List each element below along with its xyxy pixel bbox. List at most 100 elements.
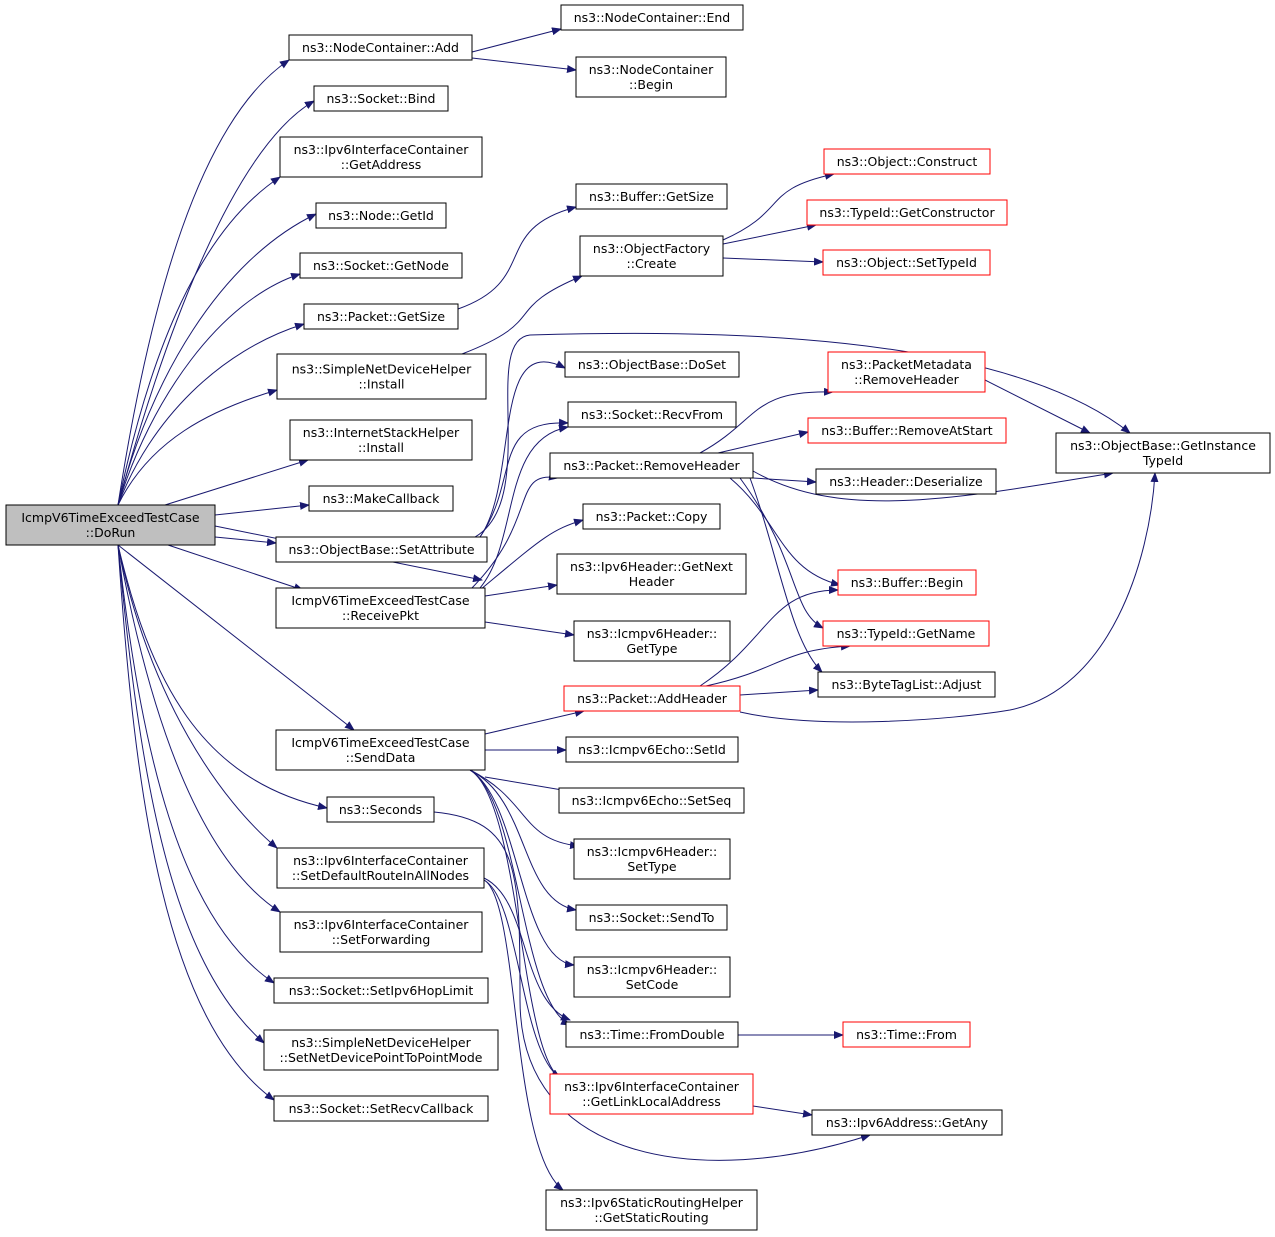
node-sndh-setp2p[interactable]: ns3::SimpleNetDeviceHelper::SetNetDevice… — [263, 1029, 499, 1071]
node-sock-recvfrom[interactable]: ns3::Socket::RecvFrom — [567, 401, 737, 428]
node-obj-settypeid[interactable]: ns3::Object::SetTypeId — [822, 249, 991, 276]
node-ipv6addr-getany[interactable]: ns3::Ipv6Address::GetAny — [811, 1109, 1003, 1136]
node-box — [811, 1109, 1003, 1136]
call-edge-58 — [117, 544, 275, 1101]
node-box — [575, 183, 728, 210]
node-pkt-copy[interactable]: ns3::Packet::Copy — [582, 503, 721, 530]
node-label: ns3::Socket::Bind — [327, 91, 436, 106]
node-label: ::Install — [358, 377, 404, 392]
call-edge-31 — [739, 477, 824, 629]
node-of-create[interactable]: ns3::ObjectFactory::Create — [579, 235, 724, 277]
node-box — [823, 148, 991, 175]
node-ish-install[interactable]: ns3::InternetStackHelper::Install — [289, 419, 473, 461]
node-tid-getctor[interactable]: ns3::TypeId::GetConstructor — [806, 199, 1008, 226]
node-box — [288, 34, 473, 61]
node-sndh-install[interactable]: ns3::SimpleNetDeviceHelper::Install — [276, 353, 487, 400]
node-box — [273, 977, 489, 1004]
node-node-getid[interactable]: ns3::Node::GetId — [315, 202, 447, 229]
node-box — [279, 136, 483, 178]
call-edge-15 — [214, 501, 310, 516]
node-label: ::SetNetDevicePointToPointMode — [280, 1050, 483, 1065]
node-label: ns3::Icmpv6Header:: — [587, 844, 718, 859]
call-edge-20 — [469, 472, 559, 591]
call-edge-14 — [164, 458, 309, 506]
call-edge-13 — [722, 257, 824, 266]
node-ipv6ic-getlinklocal[interactable]: ns3::Ipv6InterfaceContainer::GetLinkLoca… — [549, 1073, 754, 1115]
node-recvpkt[interactable]: IcmpV6TimeExceedTestCase::ReceivePkt — [275, 587, 486, 629]
node-box — [565, 1021, 739, 1048]
node-sock-sendto[interactable]: ns3::Socket::SendTo — [575, 904, 728, 931]
node-label: ns3::Ipv6InterfaceContainer — [294, 917, 470, 932]
node-label: IcmpV6TimeExceedTestCase — [291, 593, 470, 608]
node-pkt-removeheader[interactable]: ns3::Packet::RemoveHeader — [549, 452, 754, 479]
node-buf-getsize[interactable]: ns3::Buffer::GetSize — [575, 183, 728, 210]
node-btl-adjust[interactable]: ns3::ByteTagList::Adjust — [817, 671, 996, 698]
node-icmph-setcode[interactable]: ns3::Icmpv6Header::SetCode — [573, 956, 731, 998]
node-tid-getname[interactable]: ns3::TypeId::GetName — [822, 620, 990, 647]
node-label: IcmpV6TimeExceedTestCase — [291, 735, 470, 750]
node-ipv6ic-setfwd[interactable]: ns3::Ipv6InterfaceContainer::SetForwardi… — [279, 911, 483, 953]
node-label: ::Begin — [629, 77, 673, 92]
node-nc-end[interactable]: ns3::NodeContainer::End — [560, 4, 744, 31]
node-echo-setseq[interactable]: ns3::Icmpv6Echo::SetSeq — [558, 787, 745, 814]
node-label: ns3::Ipv6Header::GetNext — [570, 559, 733, 574]
node-label: ns3::ObjectBase::SetAttribute — [288, 542, 474, 557]
node-hdr-deserialize[interactable]: ns3::Header::Deserialize — [815, 468, 997, 495]
node-nc-begin[interactable]: ns3::NodeContainer::Begin — [575, 56, 727, 98]
node-srh-getstatic[interactable]: ns3::Ipv6StaticRoutingHelper::GetStaticR… — [545, 1189, 758, 1231]
node-icmph-settype[interactable]: ns3::Icmpv6Header::SetType — [573, 838, 731, 880]
call-edge-56 — [117, 544, 275, 984]
node-sock-sethop[interactable]: ns3::Socket::SetIpv6HopLimit — [273, 977, 489, 1004]
call-edge-57 — [117, 544, 265, 1044]
node-label: ns3::Ipv6Address::GetAny — [826, 1115, 989, 1130]
node-box — [275, 729, 486, 771]
node-pkt-getsize[interactable]: ns3::Packet::GetSize — [303, 303, 459, 330]
node-senddata[interactable]: IcmpV6TimeExceedTestCase::SendData — [275, 729, 486, 771]
node-ipv6ic-setdefault[interactable]: ns3::Ipv6InterfaceContainer::SetDefaultR… — [276, 847, 485, 889]
node-sock-getnode[interactable]: ns3::Socket::GetNode — [299, 252, 463, 279]
node-label: ns3::Object::Construct — [837, 154, 978, 169]
node-ob-doset[interactable]: ns3::ObjectBase::DoSet — [564, 351, 740, 378]
node-echo-setid[interactable]: ns3::Icmpv6Echo::SetId — [565, 736, 739, 763]
node-box — [575, 904, 728, 931]
node-label: ::Install — [358, 440, 404, 455]
node-box — [299, 252, 463, 279]
node-label: GetType — [627, 641, 678, 656]
node-time-fromdouble[interactable]: ns3::Time::FromDouble — [565, 1021, 739, 1048]
node-buf-begin[interactable]: ns3::Buffer::Begin — [837, 569, 977, 596]
node-box — [549, 1073, 754, 1115]
call-edge-27 — [479, 518, 584, 591]
node-seconds[interactable]: ns3::Seconds — [326, 796, 435, 823]
call-edge-59 — [752, 1105, 813, 1118]
call-edge-55 — [117, 544, 281, 913]
call-edge-44 — [699, 586, 839, 687]
node-label: ns3::Buffer::Begin — [851, 575, 964, 590]
node-ob-setattr[interactable]: ns3::ObjectBase::SetAttribute — [275, 536, 488, 563]
node-box — [556, 553, 747, 595]
node-sock-setrecvcb[interactable]: ns3::Socket::SetRecvCallback — [273, 1095, 489, 1122]
node-label: ::ReceivePkt — [342, 608, 419, 623]
node-nc-add[interactable]: ns3::NodeContainer::Add — [288, 34, 473, 61]
node-obj-construct[interactable]: ns3::Object::Construct — [823, 148, 991, 175]
node-box — [326, 796, 435, 823]
node-makecb[interactable]: ns3::MakeCallback — [308, 485, 454, 512]
node-ipv6ic-getaddr[interactable]: ns3::Ipv6InterfaceContainer::GetAddress — [279, 136, 483, 178]
node-label: ns3::Icmpv6Echo::SetId — [578, 742, 726, 757]
node-box — [837, 569, 977, 596]
node-sock-bind[interactable]: ns3::Socket::Bind — [313, 85, 449, 112]
node-box — [313, 85, 449, 112]
node-label: ns3::NodeContainer — [589, 62, 714, 77]
call-edge-49 — [433, 811, 871, 1161]
node-label: ::GetAddress — [341, 157, 421, 172]
node-buf-removeatstart[interactable]: ns3::Buffer::RemoveAtStart — [807, 417, 1007, 444]
node-pkt-addheader[interactable]: ns3::Packet::AddHeader — [563, 685, 741, 712]
node-box — [303, 303, 459, 330]
node-label: ns3::Socket::SetIpv6HopLimit — [289, 983, 474, 998]
node-icmph-gettype[interactable]: ns3::Icmpv6Header::GetType — [573, 620, 731, 662]
node-box — [560, 4, 744, 31]
node-time-from[interactable]: ns3::Time::From — [842, 1021, 971, 1048]
node-pm-removeheader[interactable]: ns3::PacketMetadata::RemoveHeader — [827, 351, 986, 393]
